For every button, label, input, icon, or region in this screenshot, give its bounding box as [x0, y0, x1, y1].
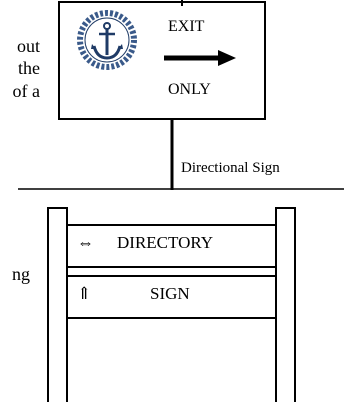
text-fragment-2: the: [18, 58, 40, 78]
text-fragment-3: of a: [12, 81, 40, 101]
only-label: ONLY: [168, 81, 211, 98]
text-fragment-4: ng: [12, 264, 30, 284]
directory-right-post: [275, 207, 296, 402]
anchor-rope-logo: [77, 10, 137, 70]
directory-panel: [66, 224, 277, 268]
double-arrow-icon: ⇔: [77, 233, 94, 252]
up-double-arrow-icon: ⇑: [77, 284, 92, 303]
directory-label: DIRECTORY: [117, 233, 214, 252]
directory-left-post: [47, 207, 68, 402]
right-arrow-icon: [164, 50, 236, 66]
sign-panel: [66, 275, 277, 319]
sign-label: SIGN: [150, 284, 190, 303]
text-fragment-1: out: [16, 36, 40, 56]
exit-label: EXIT: [168, 18, 205, 35]
directional-sign-caption: Directional Sign: [181, 160, 280, 176]
